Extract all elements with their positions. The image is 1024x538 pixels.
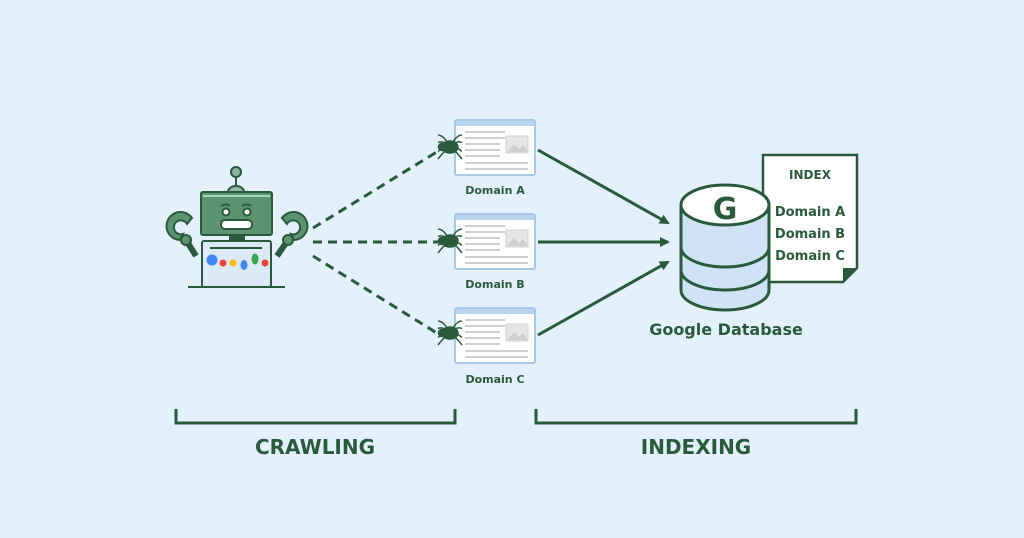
crawler-robot-icon [165, 166, 309, 288]
index-entry-c: Domain C [775, 249, 845, 264]
indexing-bracket [534, 409, 858, 425]
spider-icon [437, 320, 463, 346]
page-label-b: Domain B [465, 278, 524, 291]
logo-dot [219, 259, 227, 267]
database-letter: G [713, 192, 738, 227]
logo-dot [206, 254, 218, 266]
index-title: INDEX [789, 168, 832, 182]
logo-dot [251, 253, 259, 265]
page-label-a: Domain A [465, 184, 525, 197]
indexing-label: INDEXING [641, 435, 751, 459]
database-label: Google Database [649, 320, 803, 339]
crawl-line-a [312, 148, 441, 230]
crawling-label: CRAWLING [255, 435, 375, 459]
logo-dot [261, 259, 269, 267]
index-entry-a: Domain A [775, 205, 845, 220]
database-icon [679, 183, 771, 312]
logo-dot [229, 259, 237, 267]
index-entry-b: Domain B [775, 227, 845, 242]
page-label-c: Domain C [465, 373, 524, 386]
crawl-line-c [312, 254, 441, 337]
web-page-icon [437, 307, 536, 364]
web-page-icon [437, 213, 536, 270]
index-arrow-c [537, 260, 670, 337]
index-arrow-a [537, 148, 670, 225]
logo-dot [240, 260, 248, 270]
google-logo-dots [206, 253, 269, 270]
web-page-icon [437, 119, 536, 176]
spider-icon [437, 228, 463, 254]
spider-icon [437, 134, 463, 160]
crawling-bracket [174, 409, 457, 425]
